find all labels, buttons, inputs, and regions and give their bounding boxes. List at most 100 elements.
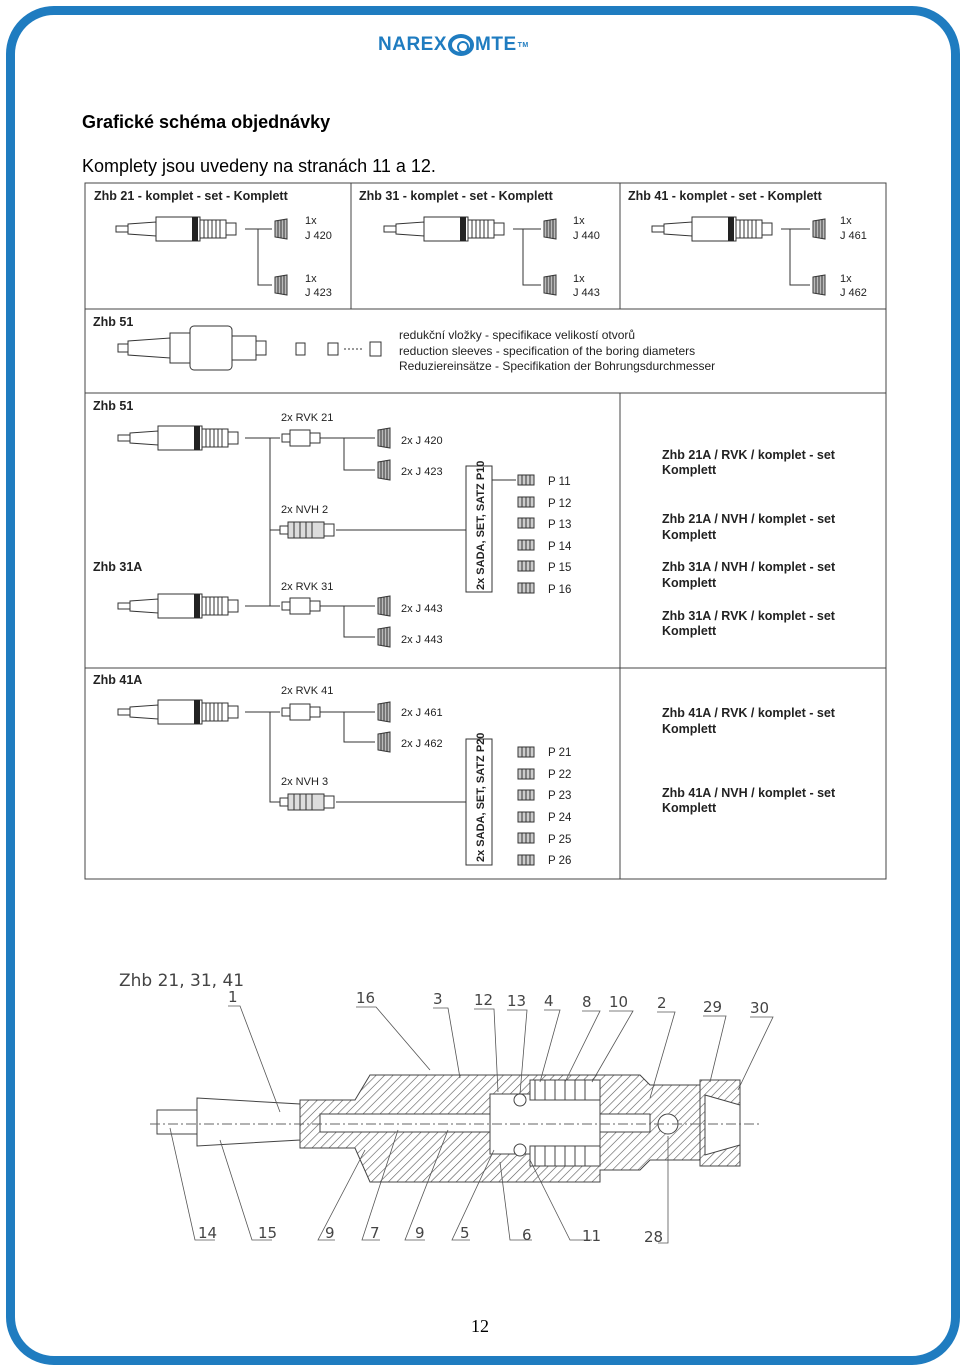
collet-icon [517, 496, 535, 508]
sleeves-text-en: reduction sleeves - specification of the… [399, 344, 695, 358]
qty-label: 1x [840, 215, 852, 227]
part-code: J 462 [840, 287, 867, 299]
part-label: 2x RVK 31 [281, 581, 333, 593]
part-label: 2x RVK 21 [281, 412, 333, 424]
tool-holder-icon [117, 425, 239, 451]
callout-number: 14 [198, 1224, 217, 1242]
collet-icon [274, 274, 288, 296]
part-code: J 461 [840, 230, 867, 242]
sleeve-icon [369, 341, 382, 357]
rvk-adapter-icon [281, 703, 321, 721]
set-cell-zhb41: Zhb 41 - komplet - set - Komplett 1x J 4… [628, 189, 867, 299]
zhb41a-block: Zhb 41A 2x RVK 41 2x NVH 3 2x J 461 2x J… [93, 673, 836, 867]
collet-icon [274, 218, 288, 240]
set-name-de: Komplett [662, 624, 717, 638]
callout-number: 12 [474, 991, 493, 1009]
nvh-adapter-icon [279, 521, 335, 539]
page-frame [6, 6, 960, 1365]
collet-icon [517, 474, 535, 486]
set-name: Zhb 41A / NVH / komplet - set [662, 786, 836, 800]
collet-icon [377, 731, 391, 753]
block-label: Zhb 51 [93, 399, 133, 413]
rvk-adapter-icon [281, 597, 321, 615]
collet-icon [517, 517, 535, 529]
collet-icon [812, 274, 826, 296]
set-heading: Zhb 41 - komplet - set - Komplett [628, 189, 823, 203]
callout-number: 13 [507, 992, 526, 1010]
set-heading: Zhb 21 - komplet - set - Komplett [94, 189, 289, 203]
collet-code: P 16 [548, 584, 571, 596]
collet-icon [517, 539, 535, 551]
set-name-de: Komplett [662, 801, 717, 815]
collet-set-box [465, 465, 493, 593]
set-name-de: Komplett [662, 576, 717, 590]
callout-labels-bottom: 14 15 9 7 9 5 6 11 28 [198, 1224, 663, 1246]
sleeves-text-cz: redukční vložky - specifikace velikostí … [399, 328, 635, 342]
leader-lines [169, 1005, 774, 1244]
callout-number: 4 [544, 992, 554, 1010]
callout-number: 9 [415, 1224, 425, 1242]
set-name-de: Komplett [662, 463, 717, 477]
sleeve-icon [295, 342, 306, 356]
tool-holder-icon [115, 216, 237, 242]
connector-line [343, 712, 375, 743]
page-number: 12 [471, 1316, 489, 1336]
block-label: Zhb 31A [93, 560, 142, 574]
part-label: 2x NVH 2 [281, 504, 328, 516]
callout-number: 8 [582, 993, 592, 1011]
page-subtitle: Komplety jsou uvedeny na stranách 11 a 1… [82, 156, 436, 176]
part-code: 2x J 420 [401, 435, 443, 447]
sleeve-icon [327, 342, 339, 356]
qty-label: 1x [573, 273, 585, 285]
qty-label: 1x [573, 215, 585, 227]
collet-icon [543, 274, 557, 296]
collet-icon [517, 854, 535, 866]
callout-number: 10 [609, 993, 628, 1011]
part-label: 2x NVH 3 [281, 776, 328, 788]
page-title: Grafické schéma objednávky [82, 112, 331, 132]
collet-icon [377, 459, 391, 481]
tool-holder-icon [383, 216, 505, 242]
collet-icon [517, 832, 535, 844]
collet-code: P 23 [548, 790, 571, 802]
callout-number: 2 [657, 994, 667, 1012]
holder-cross-section [150, 1074, 760, 1183]
set-cell-zhb21: Zhb 21 - komplet - set - Komplett 1x J 4… [94, 189, 332, 299]
collet-code: P 26 [548, 855, 571, 867]
collet-icon [517, 560, 535, 572]
logo-ring-icon [448, 34, 475, 56]
callout-number: 30 [750, 999, 769, 1017]
callout-number: 16 [356, 989, 375, 1007]
qty-label: 1x [840, 273, 852, 285]
zhb51-zhb31a-block: Zhb 51 Zhb 31A 2x RVK 21 2x NVH 2 2x RVK… [93, 399, 836, 648]
set-name: Zhb 41A / RVK / komplet - set [662, 706, 836, 720]
part-code: J 443 [573, 287, 600, 299]
drawing-title: Zhb 21, 31, 41 [119, 971, 244, 991]
set-name: Zhb 31A / RVK / komplet - set [662, 609, 836, 623]
collet-icon [377, 595, 391, 617]
callout-number: 1 [228, 988, 238, 1006]
zhb51-holder-icon [117, 325, 267, 371]
collet-icon [377, 626, 391, 648]
collet-set-label: 2x SADA, SET, SATZ P20 [475, 733, 487, 862]
callout-number: 11 [582, 1227, 601, 1245]
part-code: J 420 [305, 230, 332, 242]
collet-code: P 25 [548, 834, 571, 846]
tool-holder-icon [117, 593, 239, 619]
callout-number: 9 [325, 1224, 335, 1242]
logo-text-left: NAREX [378, 34, 448, 55]
part-code: 2x J 462 [401, 738, 443, 750]
collet-icon [377, 701, 391, 723]
collet-icon [517, 746, 535, 758]
set-cell-zhb31: Zhb 31 - komplet - set - Komplett 1x J 4… [359, 189, 600, 299]
connector-line [269, 712, 280, 803]
collet-code: P 13 [548, 519, 571, 531]
part-code: 2x J 423 [401, 466, 443, 478]
part-code: 2x J 443 [401, 634, 443, 646]
callout-number: 6 [522, 1226, 532, 1244]
collet-set-box [465, 738, 493, 866]
set-name: Zhb 31A / NVH / komplet - set [662, 560, 836, 574]
collet-code: P 14 [548, 541, 572, 553]
